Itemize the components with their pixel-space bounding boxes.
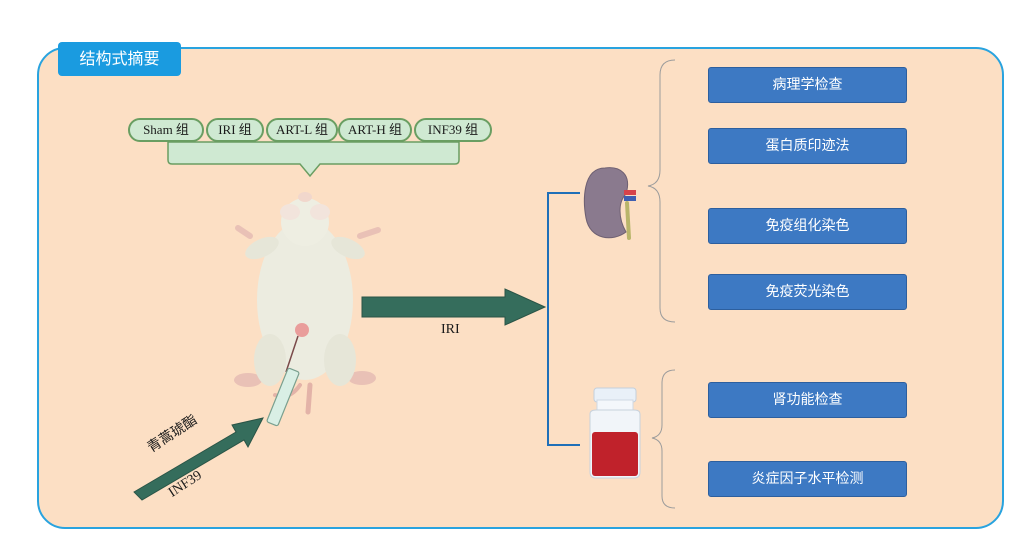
group-brace: [167, 141, 460, 178]
group-pill-art-l: ART-L 组: [266, 118, 338, 142]
result-pathology: 病理学检查: [708, 67, 907, 103]
main-bracket: [547, 192, 580, 446]
group-pill-inf39: INF39 组: [414, 118, 492, 142]
iri-label: IRI: [441, 322, 460, 337]
result-inflammation: 炎症因子水平检测: [708, 461, 907, 497]
result-western-blot: 蛋白质印迹法: [708, 128, 907, 164]
drug-arrow: [133, 417, 264, 501]
kidney-icon: [583, 167, 636, 240]
syringe-icon: [266, 335, 300, 427]
group-pill-art-h: ART-H 组: [338, 118, 412, 142]
result-ihc: 免疫组化染色: [708, 208, 907, 244]
blood-bottle-icon: [589, 387, 641, 479]
blood-brace: [651, 369, 676, 509]
result-if: 免疫荧光染色: [708, 274, 907, 310]
abstract-title: 结构式摘要: [58, 42, 181, 76]
kidney-brace: [647, 59, 676, 323]
iri-arrow: [361, 288, 547, 326]
group-pill-iri: IRI 组: [206, 118, 264, 142]
result-renal-function: 肾功能检查: [708, 382, 907, 418]
group-pill-sham: Sham 组: [128, 118, 204, 142]
rat-icon: [234, 192, 381, 415]
